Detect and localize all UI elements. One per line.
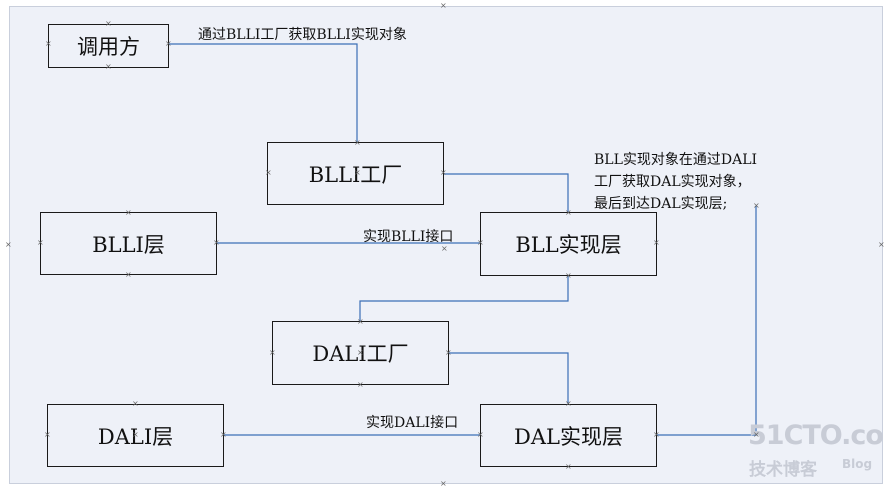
handle-marker: × [477,238,484,247]
edge-bll-impl-to-dali-factory [359,276,569,322]
handle-marker: × [220,430,227,439]
handle-marker: × [354,168,361,177]
flow-note-line-3: 最后到达DAL实现层; [594,196,728,212]
handle-marker: × [753,201,760,210]
handle-marker: × [653,430,660,439]
handle-marker: × [357,348,364,357]
handle-marker: × [125,208,132,217]
handle-marker: × [565,208,572,217]
handle-marker: × [440,1,447,10]
handle-marker: × [441,244,448,253]
flow-note: BLL实现对象在通过DALI 工厂获取DAL实现对象， 最后到达DAL实现层; [594,149,757,215]
blli-factory-box: BLLI工厂 [267,142,444,205]
handle-marker: × [5,240,12,249]
watermark-blog: Blog [842,457,873,471]
handle-marker: × [565,399,572,408]
edge-label-impl-dali-iface: 实现DALI接口 [366,415,459,431]
handle-marker: × [565,462,572,471]
edge-note-to-dal-impl [657,206,757,436]
bll-impl-box: BLL实现层 [480,212,657,276]
handle-marker: × [878,240,885,249]
handle-marker: × [445,348,452,357]
handle-marker: × [44,430,51,439]
dali-layer-box: DALI层 [47,404,224,467]
dal-impl-box: DAL实现层 [480,404,657,467]
handle-marker: × [165,39,172,48]
flow-note-line-2: 工厂获取DAL实现对象， [594,174,751,190]
handle-marker: × [354,138,361,147]
handle-marker: × [105,19,112,28]
edge-blli-factory-to-bll-impl [443,173,569,213]
edge-label-impl-blli-iface: 实现BLLI接口 [363,229,454,245]
handle-marker: × [269,348,276,357]
watermark-brand: 51CTO.com [748,420,885,451]
flow-note-line-1: BLL实现对象在通过DALI [594,152,758,168]
handle-marker: × [357,317,364,326]
handle-marker: × [265,168,272,177]
handle-marker: × [357,380,364,389]
handle-marker: × [477,430,484,439]
handle-marker: × [565,271,572,280]
handle-marker: × [125,270,132,279]
edge-caller-to-blli-factory [168,43,358,143]
edge-dali-factory-to-dal-impl [448,352,569,405]
caller-box: 调用方 [48,24,169,68]
handle-marker: × [45,39,52,48]
edge-label-get-blli-impl: 通过BLLI工厂获取BLLI实现对象 [198,27,407,43]
blli-layer-box: BLLI层 [40,212,217,275]
handle-marker: × [105,62,112,71]
handle-marker: × [440,479,447,488]
handle-marker: × [132,430,139,439]
handle-marker: × [37,238,44,247]
handle-marker: × [213,238,220,247]
handle-marker: × [753,430,760,439]
handle-marker: × [440,168,447,177]
handle-marker: × [132,399,139,408]
dali-factory-box: DALI工厂 [272,321,449,385]
handle-marker: × [653,238,660,247]
watermark-sub: 技术博客 [749,460,817,480]
